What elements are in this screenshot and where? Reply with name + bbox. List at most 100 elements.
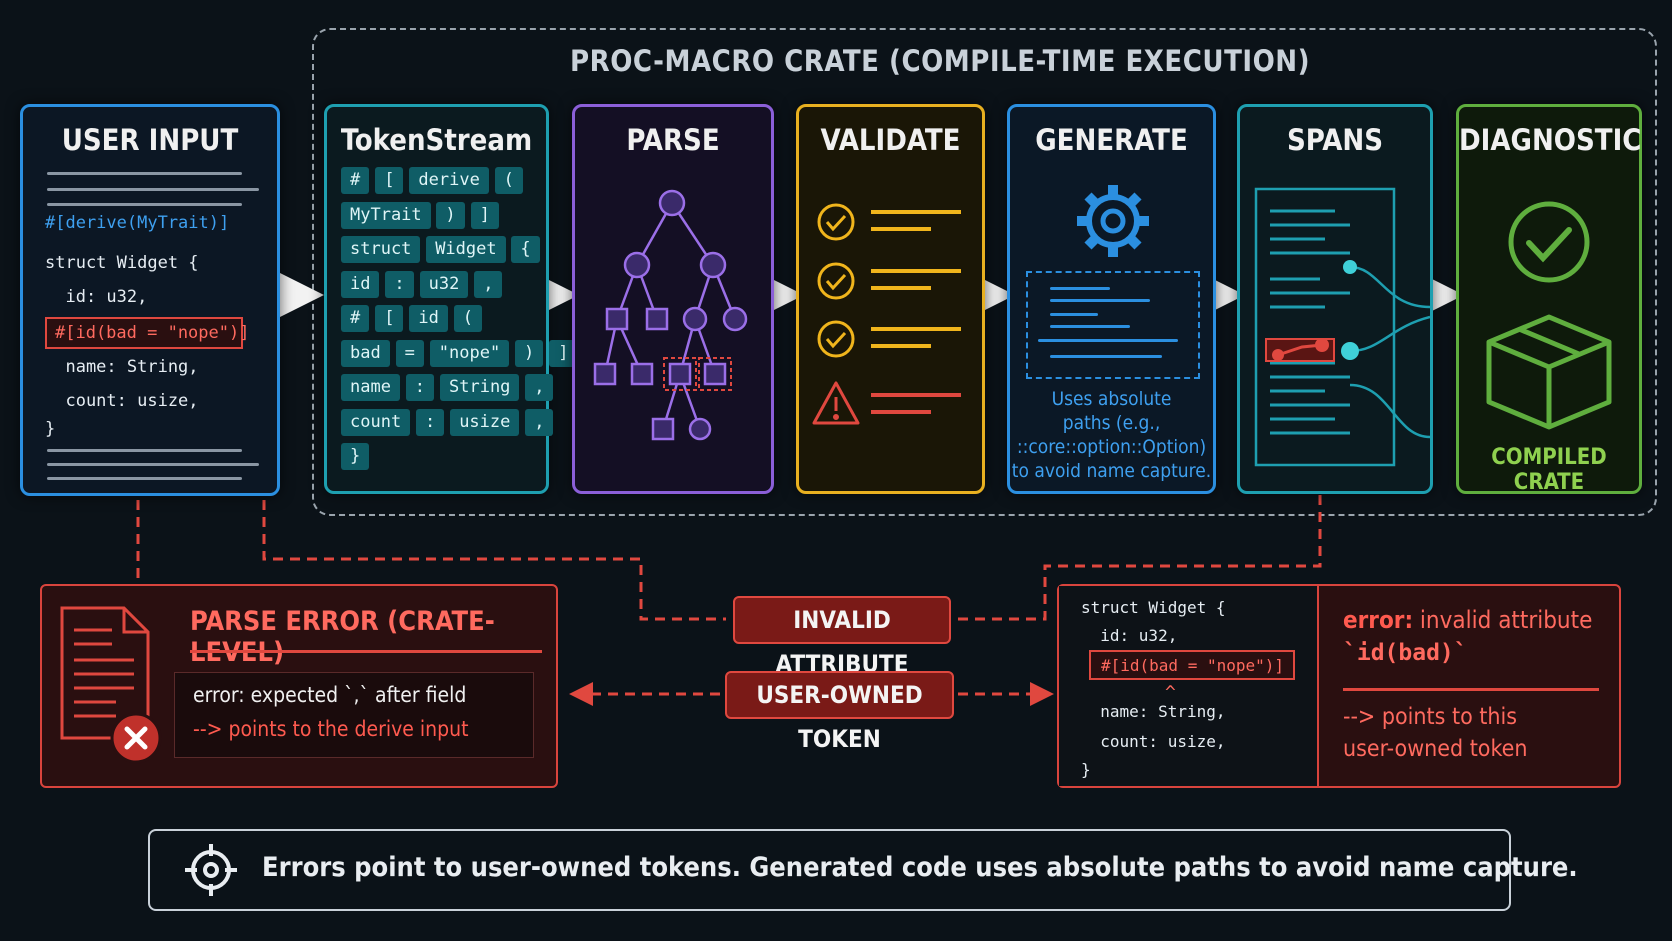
token-chip: [ [375, 305, 404, 332]
token-chip: } [341, 443, 370, 470]
diag-bad-attr-highlight: #[id(bad = "nope")] [1089, 650, 1295, 680]
diag-code-bad-attr: #[id(bad = "nope")] [1101, 656, 1285, 675]
parse-error-panel: PARSE ERROR (CRATE-LEVEL) error: expecte… [40, 584, 558, 788]
tokenstream-title: TokenStream [340, 123, 533, 157]
token-chip: derive [409, 167, 489, 194]
footer-banner [148, 829, 1511, 911]
token-chip: Widget [426, 236, 506, 263]
error-text: invalid attribute [1413, 606, 1593, 634]
diagnostic-output-panel: struct Widget { id: u32, #[id(bad = "nop… [1057, 584, 1621, 788]
generate-panel: GENERATE Uses absolute paths (e.g., ::co… [1007, 104, 1216, 494]
generate-note-line: ::core::option::Option) [1016, 436, 1207, 458]
token-chip: [ [375, 167, 404, 194]
diag-code-struct: struct Widget { [1081, 598, 1226, 617]
caret: ^ [1165, 682, 1176, 703]
diag-error-line: error: invalid attribute [1343, 606, 1592, 634]
token-chip: # [341, 305, 370, 332]
parse-error-title: PARSE ERROR (CRATE-LEVEL) [190, 606, 495, 668]
generate-note-line: paths (e.g., [1062, 412, 1161, 434]
generate-note-line: Uses absolute [1051, 388, 1172, 410]
diag-code-close: } [1081, 760, 1091, 779]
points-line2: user-owned token [1343, 736, 1528, 762]
check-icon [817, 320, 855, 358]
check-icon [817, 203, 855, 241]
token-chip: : [416, 408, 445, 436]
diag-code-name: name: String, [1081, 702, 1226, 721]
validate-panel: VALIDATE [796, 104, 985, 494]
token-chip: : [385, 270, 414, 298]
warning-icon [812, 381, 860, 425]
token-chip: , [525, 408, 554, 436]
bad-attr-highlight: #[id(bad = "nope")] [45, 317, 249, 349]
token-chip: count [341, 408, 411, 436]
token-chip: "nope" [429, 339, 510, 367]
token-chip: u32 [419, 270, 469, 298]
target-icon [185, 844, 237, 896]
crate-title: PROC-MACRO CRATE (COMPILE-TIME EXECUTION… [569, 44, 1311, 78]
code-close: } [45, 419, 56, 439]
code-name: name: String, [45, 357, 199, 377]
token-chip: ] [470, 201, 499, 229]
generated-code-box [1026, 271, 1200, 379]
token-chip: bad [341, 339, 390, 367]
user-input-panel: USER INPUT #[derive(MyTrait)] struct Wid… [20, 104, 280, 496]
placeholder-line [47, 188, 259, 191]
parse-error-line1: error: expected `,` after field [193, 683, 467, 707]
user-owned-token-pill: USER-OWNED TOKEN [725, 671, 954, 753]
footer-text: Errors point to user-owned tokens. Gener… [262, 852, 1578, 883]
code-id: id: u32, [45, 287, 148, 307]
token-chip: ( [494, 167, 523, 194]
derive-attribute: #[derive(MyTrait)] [45, 213, 230, 233]
code-count: count: usize, [45, 391, 199, 411]
diagnostic-title: DIAGNOSTIC [1459, 123, 1642, 157]
generate-note: Uses absolute paths (e.g., ::core::optio… [1010, 387, 1213, 483]
syntax-tree-icon [593, 189, 748, 441]
diag-code-id: id: u32, [1081, 626, 1178, 645]
error-code: `id(bad)` [1343, 640, 1468, 666]
parse-title: PARSE [626, 123, 720, 157]
token-chip: MyTrait [341, 201, 431, 229]
validate-title: VALIDATE [820, 123, 961, 157]
compiled-crate-label: COMPILED CRATE [1491, 445, 1607, 495]
user-input-title: USER INPUT [61, 123, 239, 157]
diag-code-count: count: usize, [1081, 732, 1226, 751]
invalid-to-spans-line [958, 462, 1332, 621]
placeholder-line [47, 449, 242, 452]
token-chip: = [395, 339, 424, 367]
token-chip: { [511, 236, 540, 263]
placeholder-line [47, 203, 242, 206]
divider [190, 650, 542, 653]
check-icon [817, 262, 855, 300]
token-chip: , [474, 270, 503, 298]
token-chip: String [440, 374, 520, 401]
parse-error-message-box: error: expected `,` after field --> poin… [174, 672, 534, 758]
divider [1343, 688, 1599, 691]
placeholder-line [47, 463, 259, 466]
gear-icon [1077, 185, 1149, 257]
invalid-attribute-pill: INVALID ATTRIBUTE [733, 596, 951, 678]
code-bad-attr: #[id(bad = "nope")] [55, 323, 250, 343]
placeholder-line [47, 477, 242, 480]
validation-checklist [812, 203, 961, 425]
token-chip: : [405, 374, 435, 401]
token-chip: id [409, 305, 448, 332]
token-chip: , [525, 374, 554, 401]
diagnostic-code-pane: struct Widget { id: u32, #[id(bad = "nop… [1059, 586, 1319, 786]
spans-title: SPANS [1286, 123, 1384, 157]
success-check-icon [1508, 201, 1590, 283]
placeholder-line [47, 172, 242, 175]
diagnostic-panel: DIAGNOSTIC COMPILED CRATE [1456, 104, 1642, 495]
parse-error-line2: --> points to the derive input [193, 717, 469, 741]
code-struct: struct Widget { [45, 253, 199, 273]
token-chip: # [341, 167, 370, 194]
error-document-icon [60, 606, 162, 764]
token-chip: struct [341, 236, 421, 263]
token-chip: ( [453, 305, 483, 332]
package-icon [1486, 314, 1612, 430]
token-chip: id [341, 270, 380, 298]
points-line1: --> points to this [1343, 704, 1518, 730]
generate-note-line: to avoid name capture. [1011, 460, 1212, 482]
error-label: error: [1343, 606, 1414, 634]
span-mapping-icon [1254, 187, 1430, 467]
generate-title: GENERATE [1035, 123, 1188, 157]
